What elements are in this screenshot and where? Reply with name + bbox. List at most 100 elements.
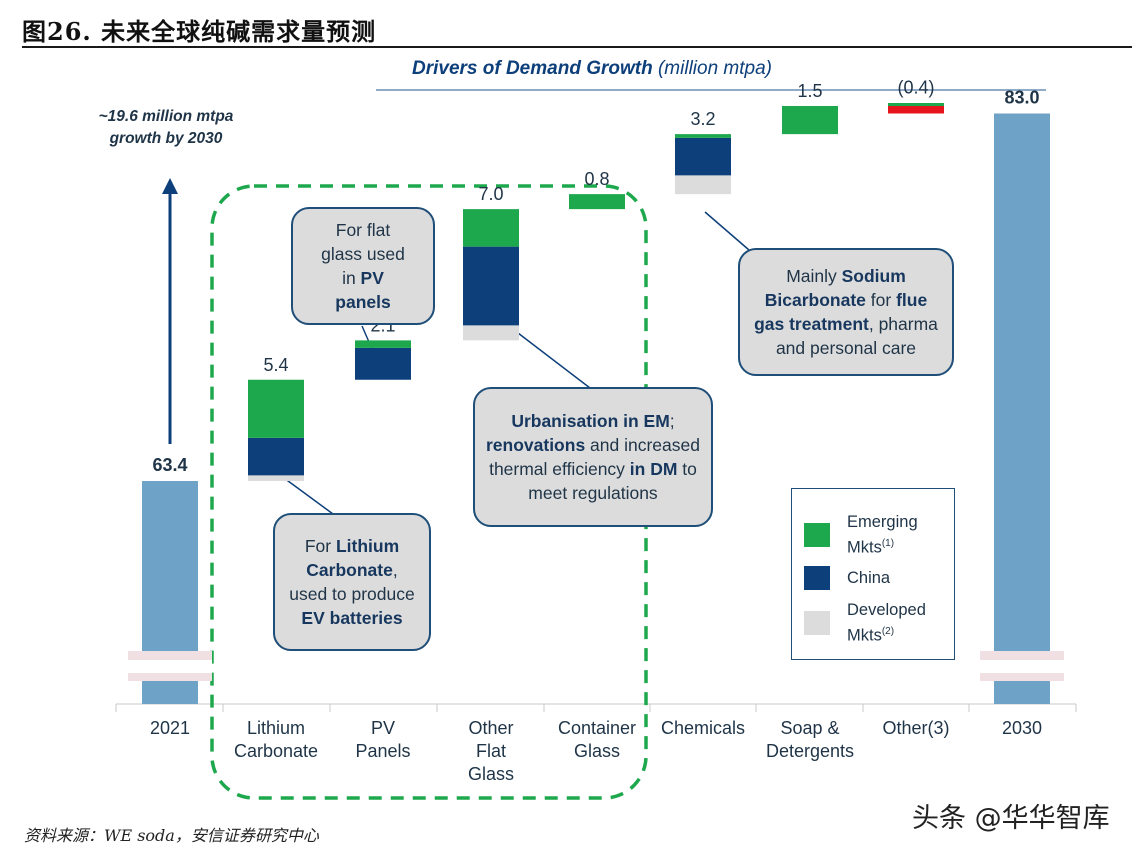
value-label-Lithium Carbonate: 5.4 [263, 355, 288, 375]
legend-swatch-developed [804, 610, 830, 635]
category-label-line: Container [558, 718, 636, 738]
category-label-Container Glass: ContainerGlass [558, 718, 636, 761]
callout-lithium-text-1: For [304, 536, 336, 556]
watermark: 头条 @华华智库 [908, 796, 1114, 835]
bar-negative-Other(3) [888, 106, 944, 114]
callout-urban-text-3: to meet regulations [528, 459, 697, 503]
category-label-line: Detergents [766, 741, 854, 761]
callout-urban-text-1: ; [669, 411, 675, 431]
callout-pv-text-2: glass used [321, 244, 405, 264]
figure-title: 图26. 未来全球纯碱需求量预测 [22, 17, 377, 46]
callout-lithium-bold-2: EV batteries [301, 608, 403, 628]
legend-item-emerging: Emerging Mkts(1) [804, 511, 954, 559]
axis-break-gap [128, 660, 212, 673]
value-label-Other(3): (0.4) [897, 77, 934, 97]
category-label-PV Panels: PV Panels [355, 718, 410, 761]
bar-segment-developed-Chemicals [675, 175, 731, 195]
callout-pv-text-1: For flat [335, 220, 391, 240]
value-label-Chemicals: 3.2 [690, 109, 715, 129]
callout-sodium-bicarbonate: Mainly Sodium Bicarbonate for flue gas t… [738, 248, 954, 376]
legend: Emerging Mkts(1) China Developed Mkts(2) [791, 488, 955, 660]
callout-pv-panels: For flat glass used in PV panels [291, 207, 435, 325]
value-label-Other Flat Glass: 7.0 [478, 184, 503, 204]
category-label-2021: 2021 [150, 718, 190, 738]
bar-segment-china-PV Panels [355, 347, 411, 380]
category-label-line: Glass [468, 764, 514, 784]
callout-urban-text-2: and increased thermal efficiency [489, 435, 700, 479]
legend-item-developed: Developed Mkts(2) [804, 599, 954, 647]
source-note: 资料来源：WE soda，安信证券研究中心 [24, 826, 319, 845]
category-label-Other(3): Other(3) [882, 718, 949, 738]
bar-segment-emerging-Soap & Detergents [782, 106, 838, 135]
growth-arrow-head [162, 178, 178, 194]
legend-footnote-developed: (2) [881, 626, 895, 637]
chart-title-main: Drivers of Demand Growth [412, 58, 658, 79]
legend-footnote-emerging: (1) [881, 538, 895, 549]
callout-sodium-text-3: , pharma and personal care [775, 314, 938, 358]
category-label-line: Glass [574, 741, 620, 761]
legend-label-emerging: Emerging Mkts [847, 513, 918, 557]
legend-label-china: China [847, 569, 891, 587]
callout-sodium-text-2: for [865, 290, 897, 310]
category-label-Chemicals: Chemicals [661, 718, 745, 738]
callout-leader-line [283, 477, 334, 515]
chart-title-unit: (million mtpa) [658, 58, 772, 79]
legend-swatch-china [804, 566, 830, 590]
growth-note: ~19.6 million mtpa growth by 2030 [98, 108, 234, 147]
axis-break-mark [128, 651, 212, 660]
bar-segment-emerging-Lithium Carbonate [248, 379, 304, 438]
category-label-line: Flat [476, 741, 506, 761]
bar-segment-developed-Other Flat Glass [463, 325, 519, 341]
axis-break-gap [980, 660, 1064, 673]
category-label-line: Chemicals [661, 718, 745, 738]
bar-segment-china-Other Flat Glass [463, 246, 519, 326]
callout-pv-bold-1: PV [360, 268, 384, 288]
callout-lithium-bold-1: Lithium Carbonate [306, 536, 400, 580]
bar-segment-emerging-Container Glass [569, 194, 625, 210]
callout-lithium-carbonate: For Lithium Carbonate, used to produce E… [273, 513, 431, 651]
callout-urban-bold-2: renovations [485, 435, 586, 455]
axis-break-mark [128, 673, 212, 681]
legend-label-developed: Developed Mkts [847, 601, 926, 645]
bar-segment-emerging-Chemicals [675, 134, 731, 138]
callout-urbanisation: Urbanisation in EM; renovations and incr… [473, 387, 713, 527]
axis-break-mark [980, 651, 1064, 660]
value-label-Soap & Detergents: 1.5 [797, 81, 822, 101]
category-label-line: 2021 [150, 718, 190, 738]
callout-sodium-bold-2: flue gas treatment [754, 290, 928, 334]
category-label-line: Soap & [780, 718, 839, 738]
category-label-Soap & Detergents: Soap & Detergents [766, 718, 854, 761]
bar-segment-developed-Lithium Carbonate [248, 475, 304, 481]
bar-segment-emerging-PV Panels [355, 340, 411, 348]
legend-item-china: China [804, 566, 890, 590]
category-label-Other Flat Glass: OtherFlatGlass [468, 718, 514, 784]
axis-break-mark [980, 673, 1064, 681]
bar-segment-china-Lithium Carbonate [248, 437, 304, 476]
title-rule [22, 46, 1132, 48]
category-label-line: Lithium [247, 718, 305, 738]
callout-urban-bold-3: in DM [629, 459, 678, 479]
category-label-line: Other [468, 718, 513, 738]
callout-leader-line [704, 211, 750, 251]
category-label-Lithium Carbonate: LithiumCarbonate [234, 718, 318, 761]
category-label-line: Carbonate [234, 741, 318, 761]
bar-segment-emerging-Other Flat Glass [463, 209, 519, 247]
category-label-line: Panels [355, 741, 410, 761]
bar-negative-cap-Other(3) [888, 103, 944, 106]
chart-title: Drivers of Demand Growth (million mtpa) [412, 58, 772, 79]
category-label-line: 2030 [1002, 718, 1042, 738]
bar-total-2030 [994, 113, 1050, 704]
bar-segment-china-Chemicals [675, 137, 731, 176]
category-label-line: Other(3) [882, 718, 949, 738]
callout-pv-text-3: in [342, 268, 361, 288]
callout-lithium-text-2: , used to produce [289, 560, 415, 604]
category-label-2030: 2030 [1002, 718, 1042, 738]
value-label-2030: 83.0 [1004, 88, 1039, 108]
callout-sodium-text-1: Mainly [786, 266, 842, 286]
category-label-line: PV [371, 718, 395, 738]
callout-pv-bold-2: panels [335, 292, 391, 312]
value-label-2021: 63.4 [152, 455, 187, 475]
callout-sodium-bold-1: Sodium Bicarbonate [764, 266, 906, 310]
callout-urban-bold-1: Urbanisation in EM [511, 411, 670, 431]
